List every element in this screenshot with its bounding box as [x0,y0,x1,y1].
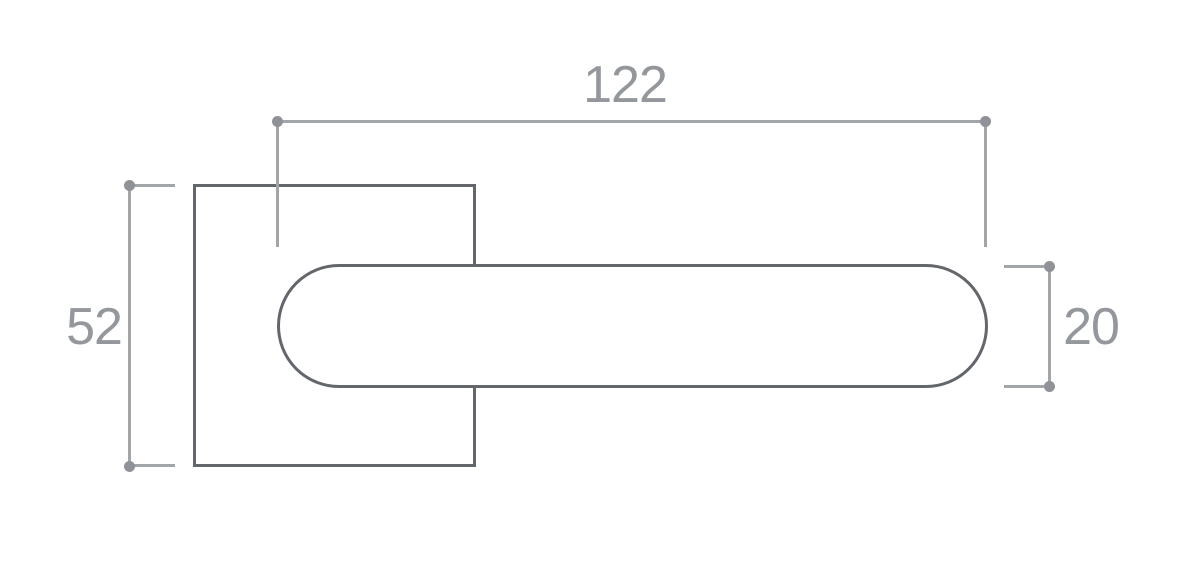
dim-endpoint-dot [1044,381,1055,392]
lever-handle-outline [277,264,988,388]
extension-line-lever-right [984,121,987,247]
extension-line-rose-top [129,184,175,187]
dim-line-lever-thickness [1048,266,1051,387]
dim-endpoint-dot [1044,261,1055,272]
dim-endpoint-dot [124,461,135,472]
extension-line-thickness-top [1004,265,1050,268]
dim-endpoint-dot [272,116,283,127]
dim-label-lever-length: 122 [583,56,668,114]
dim-endpoint-dot [980,116,991,127]
extension-line-thickness-bottom [1004,385,1050,388]
extension-line-lever-left [276,121,279,247]
dim-label-lever-thickness: 20 [1063,298,1120,356]
dim-line-rose-height [128,185,131,467]
dim-endpoint-dot [124,180,135,191]
dim-line-lever-length [277,120,987,123]
dim-label-rose-height: 52 [66,298,123,356]
extension-line-rose-bottom [129,464,175,467]
